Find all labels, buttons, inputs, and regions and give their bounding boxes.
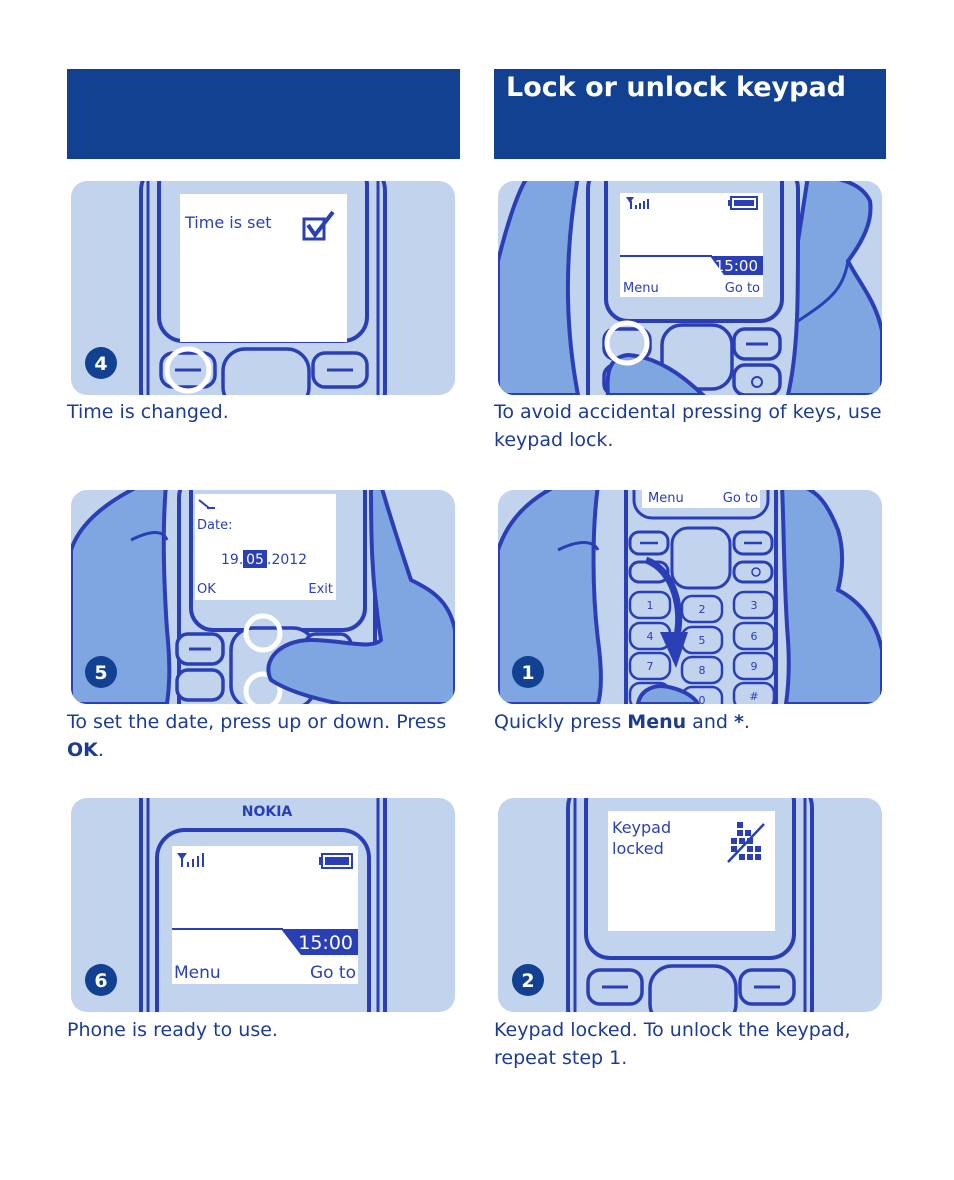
key-label-1: 1 (647, 599, 654, 612)
left-softkey: Menu (623, 281, 659, 296)
step-number: 4 (94, 353, 107, 375)
key-2 (680, 594, 724, 624)
caption-text: Quickly press (494, 711, 628, 733)
illustration-keypad-locked: Keypad locked 2 (498, 798, 882, 1012)
right-softkey: Go to (723, 491, 758, 506)
step-number: 5 (94, 662, 107, 684)
step-number: 1 (521, 662, 534, 684)
nokia-logo: NOKIA (242, 804, 293, 820)
battery-icon (319, 853, 353, 869)
date-month: 05 (246, 552, 264, 568)
caption-text-end: . (743, 711, 750, 733)
caption-set-date: To set the date, press up or down. Press… (67, 708, 457, 764)
key-label-#: # (749, 690, 758, 703)
clock-time: 15:00 (715, 257, 758, 275)
key-label-0: 0 (699, 694, 706, 704)
caption-keypad-locked: Keypad locked. To unlock the keypad, rep… (494, 1019, 851, 1069)
key-# (732, 681, 776, 704)
illustration-set-date: Date: 19. 05 .2012 OK Exit 5 (71, 490, 455, 704)
signal-icon (626, 197, 649, 209)
key-label-9: 9 (751, 660, 758, 673)
illustration-ready-to-use: NOKIA 15:00 Menu Go to 6 (71, 798, 455, 1012)
step-number: 2 (521, 970, 534, 992)
key-label-3: 3 (751, 599, 758, 612)
clock-time: 15:00 (298, 932, 353, 954)
caption-text-mid: and (686, 711, 734, 733)
illustration-time-set: Time is set 4 (71, 181, 455, 395)
left-softkey: Menu (648, 491, 684, 506)
keypad-text-line1: Keypad (612, 818, 671, 837)
right-softkey: Go to (310, 963, 356, 983)
keypad-locked-icon (727, 822, 765, 863)
right-softkey: Go to (725, 281, 760, 296)
header-bar-left (67, 69, 460, 159)
key-9 (732, 651, 776, 681)
caption-press-menu-star: Quickly press Menu and *. (494, 708, 894, 736)
date-day: 19. (221, 552, 243, 568)
left-softkey: OK (197, 582, 216, 597)
header-bar-right (494, 69, 886, 159)
right-softkey: Exit (308, 582, 333, 597)
signal-icon (177, 853, 204, 867)
key-3 (732, 590, 776, 620)
caption-bold-ok: OK (67, 739, 98, 761)
key-label-8: 8 (699, 664, 706, 677)
key-label-5: 5 (699, 634, 706, 647)
step-number: 6 (94, 970, 107, 992)
date-year: .2012 (267, 552, 307, 568)
caption-time-changed: Time is changed. (67, 401, 229, 423)
caption-text-end: . (97, 739, 104, 761)
illustration-keypad-lock-intro: 15:00 Menu Go to (498, 181, 882, 395)
key-1 (628, 590, 672, 620)
key-label-7: 7 (647, 660, 654, 673)
key-label-2: 2 (699, 603, 706, 616)
key-6 (732, 621, 776, 651)
caption-bold-menu: Menu (627, 711, 687, 733)
caption-bold-star: * (733, 711, 744, 733)
pencil-icon (198, 499, 215, 509)
checkbox-checked-icon (302, 210, 335, 241)
battery-icon (728, 196, 758, 210)
caption-ready-to-use: Phone is ready to use. (67, 1019, 278, 1041)
key-label-6: 6 (751, 630, 758, 643)
keypad-text-line2: locked (612, 839, 664, 858)
left-softkey: Menu (174, 963, 221, 983)
key-label-4: 4 (647, 630, 654, 643)
caption-text: To set the date, press up or down. Press (67, 711, 447, 733)
key-8 (680, 655, 724, 685)
key-7 (628, 651, 672, 681)
screen-text: Time is set (184, 213, 272, 232)
caption-keypad-lock-intro: To avoid accidental pressing of keys, us… (494, 401, 882, 451)
page-title: Lock or unlock keypad (506, 72, 847, 103)
date-label: Date: (197, 518, 232, 533)
